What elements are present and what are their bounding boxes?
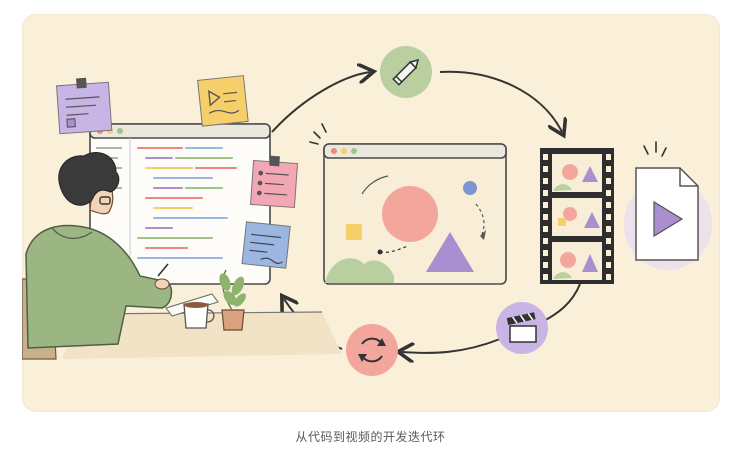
potted-plant bbox=[219, 269, 246, 331]
clapperboard-icon bbox=[496, 302, 548, 354]
sticky-note-purple bbox=[55, 77, 113, 135]
coffee-mug bbox=[183, 302, 215, 329]
desk bbox=[62, 312, 342, 359]
arrow-edit-to-film bbox=[439, 70, 562, 132]
arrow-code-to-edit bbox=[271, 72, 370, 133]
sparkle-lines bbox=[309, 123, 327, 145]
arrow-clapper-to-refresh bbox=[402, 338, 501, 353]
play-icon bbox=[653, 200, 684, 238]
arrow-film-to-clapper bbox=[541, 283, 581, 323]
animation-preview-window bbox=[323, 143, 507, 285]
dev-loop-illustration bbox=[22, 46, 712, 376]
pencil-icon bbox=[380, 46, 432, 98]
figure-caption: 从代码到视频的开发迭代环 bbox=[295, 430, 446, 444]
refresh-icon bbox=[346, 324, 398, 376]
developer-person bbox=[22, 152, 219, 360]
video-file bbox=[624, 167, 712, 270]
sticky-note-pink bbox=[249, 155, 299, 209]
film-strip bbox=[540, 148, 614, 284]
sticky-note-yellow bbox=[197, 75, 249, 127]
illustration-card bbox=[22, 14, 720, 412]
sticky-note-blue bbox=[241, 221, 291, 269]
